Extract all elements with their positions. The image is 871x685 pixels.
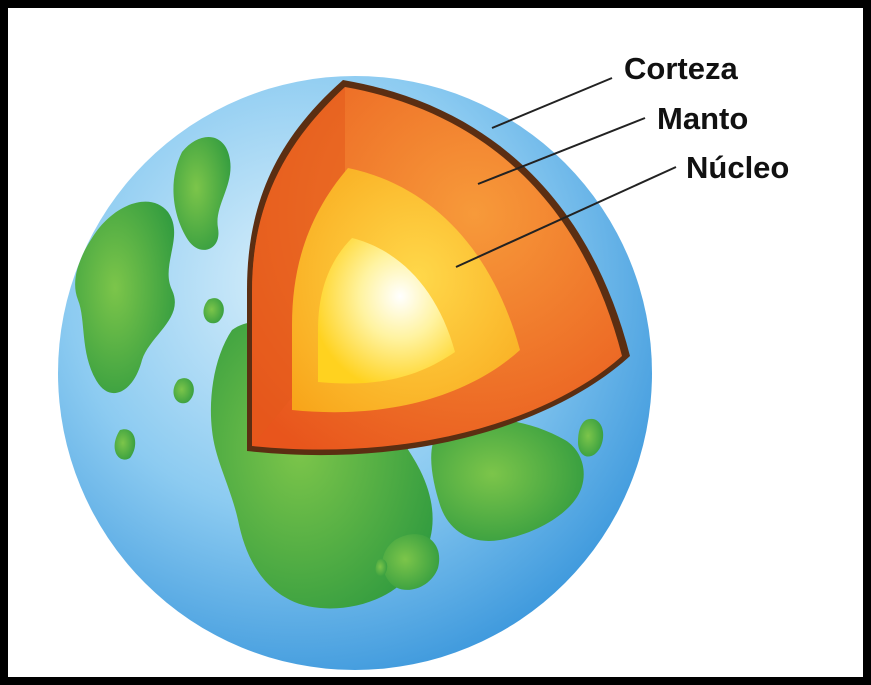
core-label: Núcleo xyxy=(686,150,789,185)
mantle-label: Manto xyxy=(657,101,748,136)
crust-label: Corteza xyxy=(624,51,738,86)
crust-leader-line xyxy=(492,78,612,128)
